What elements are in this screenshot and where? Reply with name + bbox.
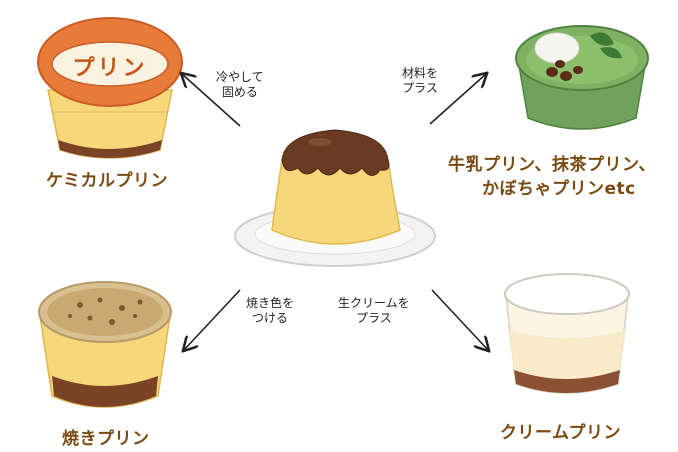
annotation-add-fresh-cream: 生クリームを プラス bbox=[338, 296, 410, 325]
chemical-pudding-illustration bbox=[37, 17, 183, 159]
label-flavored-puddings-line1: 牛乳プリン、抹茶プリン、 bbox=[448, 155, 656, 175]
matcha-pudding-illustration bbox=[515, 25, 649, 130]
label-chemical-pudding: ケミカルプリン bbox=[46, 171, 168, 191]
center-pudding-illustration bbox=[234, 129, 436, 267]
label-cream-pudding: クリームプリン bbox=[500, 423, 621, 443]
label-baked-pudding: 焼きプリン bbox=[62, 429, 150, 449]
arrow-to-top-right bbox=[429, 74, 486, 125]
arrow-to-bottom-right bbox=[431, 289, 488, 350]
arrow-to-top-left bbox=[182, 74, 241, 127]
annotation-add-browning: 焼き色を つける bbox=[246, 296, 295, 325]
label-flavored-puddings-line2: かぼちゃプリンetc bbox=[482, 179, 636, 199]
annotation-add-ingredients: 材料を プラス bbox=[402, 66, 439, 95]
pudding-lid-text: プリン bbox=[72, 56, 148, 81]
baked-pudding-illustration bbox=[38, 281, 172, 408]
annotation-chill-and-set: 冷やして 固める bbox=[216, 70, 264, 99]
cream-pudding-illustration bbox=[504, 273, 630, 394]
arrow-to-bottom-left bbox=[184, 289, 241, 350]
